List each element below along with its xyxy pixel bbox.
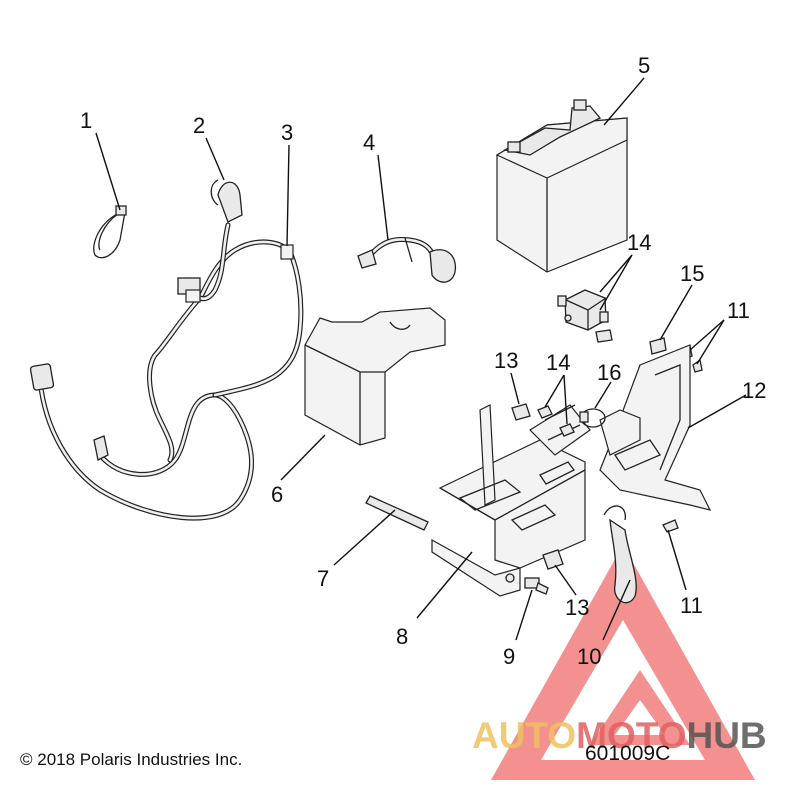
callout-10: 10	[577, 644, 601, 669]
callout-9: 9	[503, 644, 515, 669]
part-boot-cable	[357, 236, 457, 283]
part-clip-13-lower	[542, 549, 564, 570]
part-bolt-9	[524, 577, 549, 595]
diagram-number: 601009C	[585, 742, 670, 765]
leader-lines	[95, 77, 747, 641]
part-screw-15	[649, 337, 667, 355]
callout-5: 5	[638, 53, 650, 78]
part-solenoid-14	[557, 289, 613, 343]
watermark-logo	[491, 545, 755, 780]
part-clamp-16	[579, 408, 606, 428]
callout-1: 1	[80, 108, 92, 133]
watermark-text: AUTOMOTOHUB	[472, 715, 767, 756]
part-battery-tray	[431, 404, 591, 597]
part-battery	[495, 99, 628, 273]
callout-4: 4	[363, 130, 375, 155]
callout-11-right: 11	[727, 298, 750, 323]
callout-6: 6	[271, 482, 283, 507]
callout-12: 12	[742, 378, 766, 403]
callout-15: 15	[680, 261, 704, 286]
watermark-part-hub: HUB	[686, 715, 766, 756]
watermark-part-moto: MOTO	[576, 715, 686, 756]
part-cable-tie	[93, 205, 127, 259]
part-clip-13-upper	[511, 403, 531, 421]
part-mounting-bracket	[599, 344, 712, 511]
svg-text:AUTOMOTOHUB: AUTOMOTOHUB	[472, 715, 767, 756]
callout-3: 3	[281, 120, 293, 145]
watermark-part-auto: AUTO	[472, 715, 576, 756]
callout-16: 16	[597, 360, 621, 385]
callout-2: 2	[193, 113, 205, 138]
callout-labels: 1 2 3 4 5 6 7 8 9 10 11 11 12 13 13 14 1…	[80, 53, 766, 669]
part-battery-cover	[304, 307, 446, 446]
callout-13-lower: 13	[565, 595, 589, 620]
callout-7: 7	[317, 566, 329, 591]
part-foam-strip	[365, 495, 429, 531]
callout-14-upper: 14	[627, 230, 651, 255]
part-nut-14	[537, 405, 575, 437]
callout-14-lower: 14	[546, 350, 570, 375]
callout-13-upper: 13	[494, 348, 518, 373]
part-wire-harness	[29, 179, 304, 521]
callout-8: 8	[396, 624, 408, 649]
copyright-text: © 2018 Polaris Industries Inc.	[20, 750, 242, 769]
callout-11-lower: 11	[680, 593, 703, 618]
